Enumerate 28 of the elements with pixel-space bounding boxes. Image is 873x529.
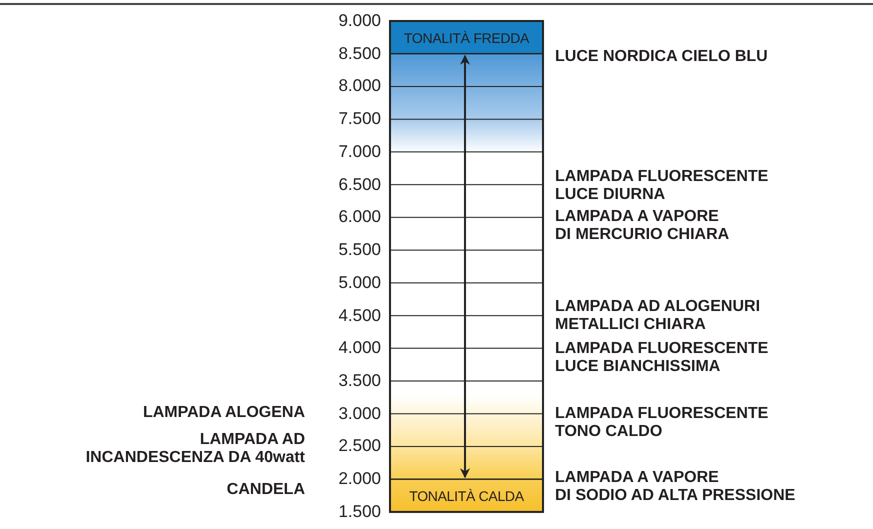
scale-value: 2.000 [338,469,381,489]
light-source-label: LAMPADA ALOGENA [142,404,305,422]
scale-value: 3.000 [338,404,381,424]
scale-value: 4.500 [338,306,381,326]
scale-value: 7.000 [338,142,381,162]
band-label: TONALITÀ CALDA [408,488,525,504]
light-source-label: LAMPADA AD INCANDESCENZA DA 40watt [86,431,305,467]
light-source-label: CANDELA [226,481,305,499]
scale-value: 2.500 [338,436,381,456]
light-source-label: LAMPADA A VAPORE DI SODIO AD ALTA PRESSIONE [555,469,796,505]
light-source-label: LAMPADA FLUORESCENTE LUCE DIURNA [555,168,768,204]
band-label: TONALITÀ FREDDA [402,30,530,46]
scale-value: 8.000 [338,76,381,96]
light-source-label: LAMPADA FLUORESCENTE TONO CALDO [555,405,768,441]
scale-value: 5.000 [338,273,381,293]
light-source-label: LAMPADA FLUORESCENTE LUCE BIANCHISSIMA [555,340,768,376]
light-source-label: LAMPADA A VAPORE DI MERCURIO CHIARA [555,208,730,244]
scale-value: 5.500 [338,240,381,260]
light-source-label: LAMPADA AD ALOGENURI METALLICI CHIARA [555,298,760,334]
scale-value: 6.500 [338,175,381,195]
scale-value: 7.500 [338,109,381,129]
scale-value: 9.000 [338,11,381,31]
scale-value: 4.000 [338,338,381,358]
scale-value: 3.500 [338,371,381,391]
scale-value: 1.500 [338,502,381,522]
scale-value: 6.000 [338,207,381,227]
scale-value: 8.500 [338,44,381,64]
light-source-label: LUCE NORDICA CIELO BLU [555,48,768,66]
